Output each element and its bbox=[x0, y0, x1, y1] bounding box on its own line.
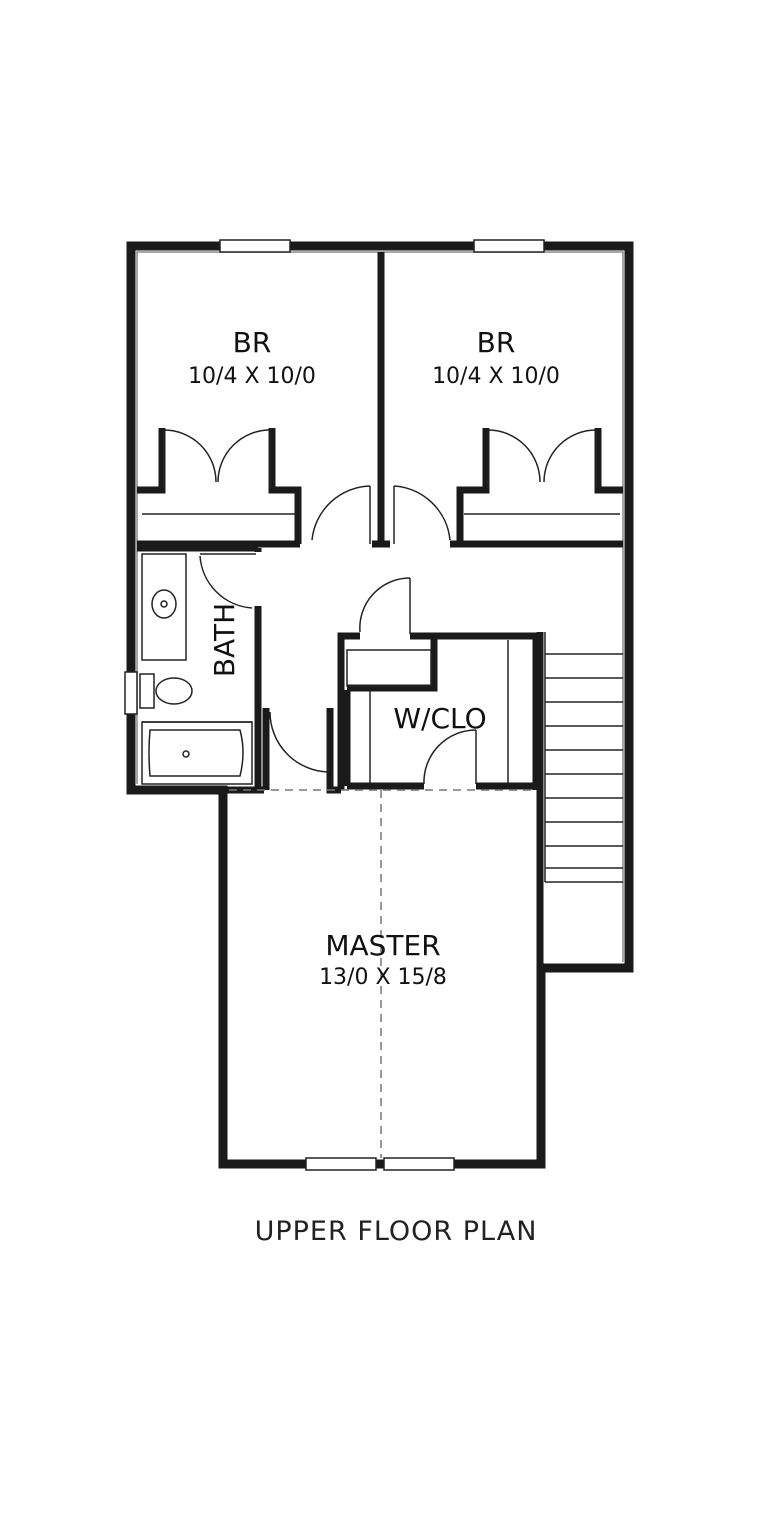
dashed-lines bbox=[229, 789, 536, 1158]
room-name-bath: BATH bbox=[208, 603, 241, 677]
room-dims-br-left: 10/4 X 10/0 bbox=[188, 364, 316, 389]
window-br-left bbox=[219, 239, 291, 253]
window-br-right bbox=[473, 239, 545, 253]
fixtures bbox=[139, 589, 193, 709]
room-dims-br-right: 10/4 X 10/0 bbox=[432, 364, 560, 389]
room-name-master: MASTER bbox=[325, 929, 440, 962]
interior-walls bbox=[137, 252, 623, 968]
room-dims-master: 13/0 X 15/8 bbox=[319, 965, 447, 990]
window-master-left bbox=[305, 1157, 377, 1171]
room-name-wiclo: W/CLO bbox=[393, 702, 486, 735]
room-name-br-left: BR bbox=[233, 326, 272, 359]
stairs bbox=[545, 653, 623, 869]
plan-caption: UPPER FLOOR PLAN bbox=[255, 1216, 538, 1247]
room-name-br-right: BR bbox=[477, 326, 516, 359]
sink-icon bbox=[151, 589, 177, 619]
room-labels: BR 10/4 X 10/0 BR 10/4 X 10/0 BATH W/CLO… bbox=[188, 326, 560, 990]
doors bbox=[163, 429, 597, 785]
window-master-right bbox=[383, 1157, 455, 1171]
window-bath bbox=[124, 671, 138, 715]
toilet-icon bbox=[139, 673, 193, 709]
windows bbox=[124, 239, 545, 1171]
